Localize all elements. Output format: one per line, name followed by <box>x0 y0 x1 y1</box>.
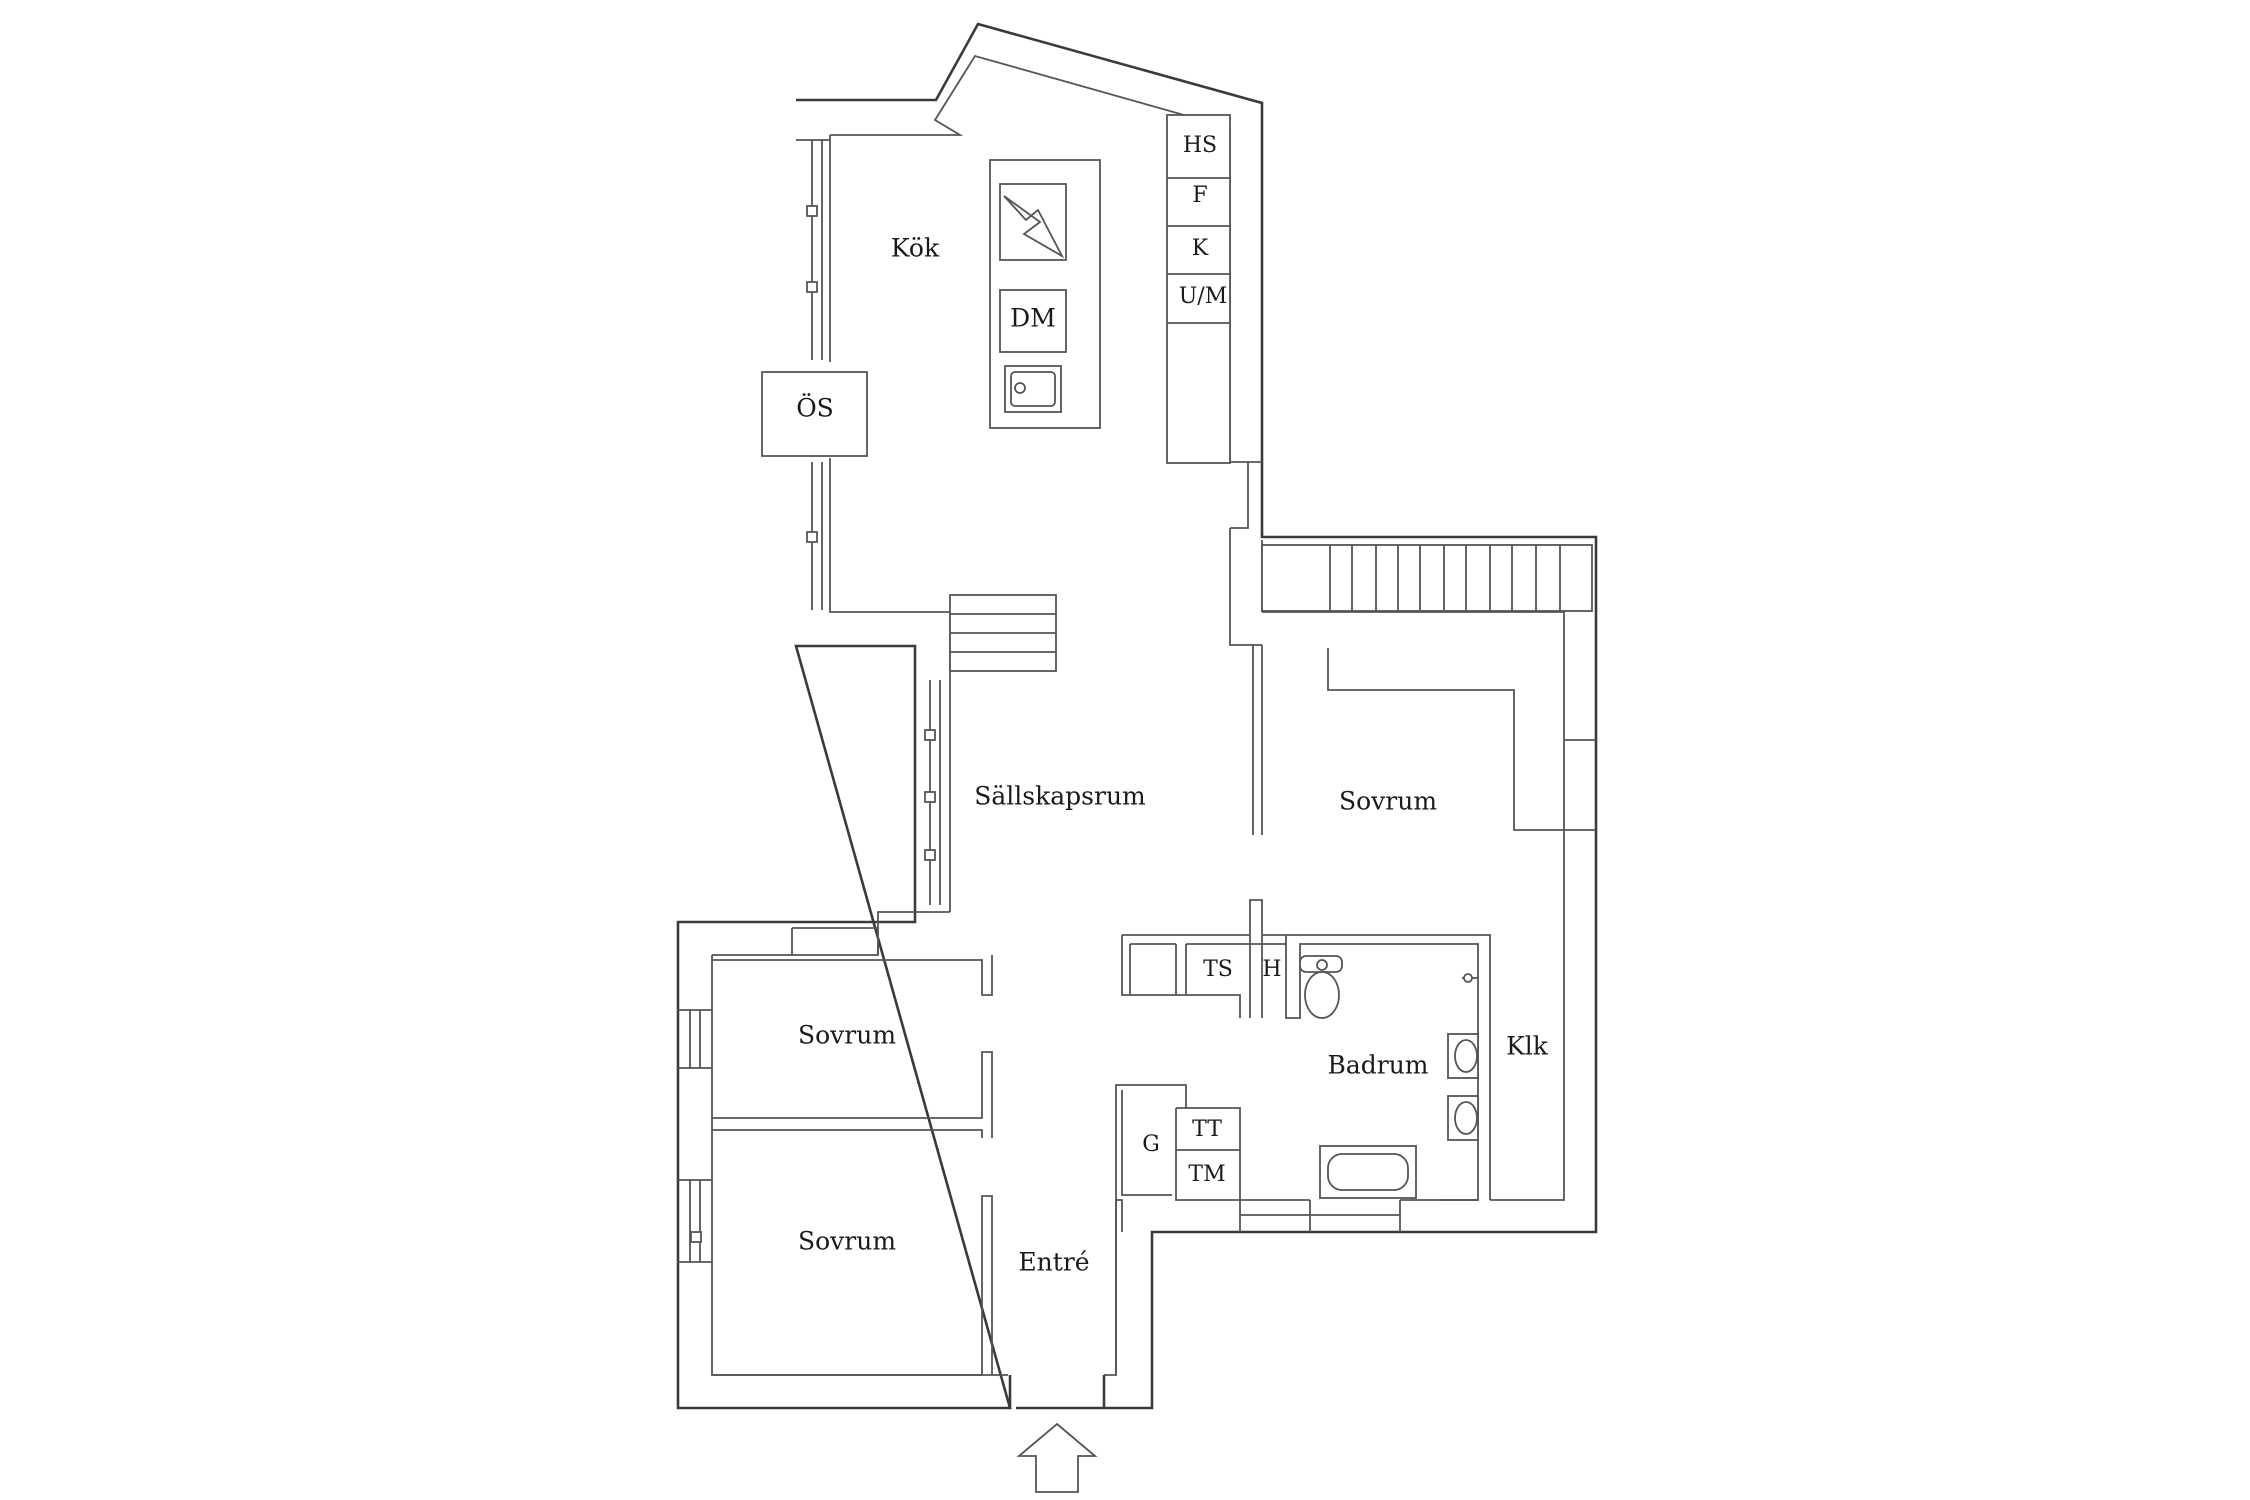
inner-wall-lower <box>711 911 1123 1376</box>
hs-label: HS <box>1183 133 1217 158</box>
g-label: G <box>1142 1132 1160 1157</box>
ts-label: TS <box>1203 957 1233 982</box>
sovrum-right-label: Sovrum <box>1339 787 1437 816</box>
entrance-arrow-icon <box>1016 1422 1098 1493</box>
dishwasher-box <box>999 289 1067 353</box>
kitchen-partition <box>1229 461 1262 646</box>
left-bedroom-walls <box>678 927 1117 1376</box>
bathroom-walls <box>1115 899 1491 1232</box>
stove-icon <box>999 183 1067 261</box>
staircase-icon <box>1261 544 1593 612</box>
exterior-walls <box>676 22 1598 1410</box>
sovrum-upper-left-label: Sovrum <box>798 1021 896 1050</box>
tm-label: TM <box>1188 1162 1225 1187</box>
tiled-stove-box <box>761 371 868 457</box>
shower-icon <box>1462 973 1478 983</box>
entre-label: Entré <box>1018 1248 1089 1277</box>
inner-wall-right <box>1262 611 1596 1201</box>
short-stair-icon <box>949 594 1057 672</box>
badrum-label: Badrum <box>1327 1051 1428 1080</box>
k-label: K <box>1192 236 1209 261</box>
toilet-icon <box>1299 955 1343 1019</box>
f-label: F <box>1192 183 1207 208</box>
stove-symbol <box>1003 195 1065 259</box>
h-label: H <box>1262 957 1281 982</box>
kok-label: Kök <box>891 234 940 263</box>
washbasin-icon <box>1447 1033 1479 1141</box>
outer-wall-upper <box>676 22 1598 1410</box>
bedroom-right-walls <box>1252 645 1564 835</box>
os-label: ÖS <box>796 394 834 423</box>
living-windows <box>924 680 941 905</box>
um-label: U/M <box>1179 284 1227 309</box>
dm-label: DM <box>1010 304 1056 333</box>
inner-wall-upper <box>829 54 1263 912</box>
bathtub-icon <box>1319 1145 1417 1199</box>
sallskapsrum-label: Sällskapsrum <box>974 782 1146 811</box>
kitchen-island <box>989 159 1101 429</box>
klk-label: Klk <box>1506 1032 1549 1061</box>
kitchen-windows <box>796 139 830 610</box>
tt-label: TT <box>1192 1117 1222 1142</box>
kitchen-cabinets <box>1166 114 1231 464</box>
sovrum-lower-left-label: Sovrum <box>798 1227 896 1256</box>
